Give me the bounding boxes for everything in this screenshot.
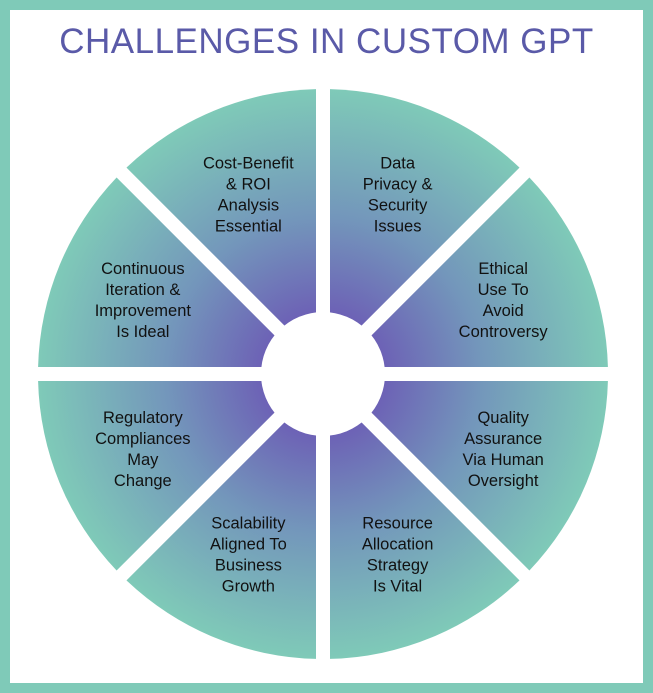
label-line: Via Human bbox=[462, 451, 543, 469]
segment-scalability bbox=[126, 415, 316, 659]
label-line: Avoid bbox=[483, 302, 524, 320]
label-line: Assurance bbox=[464, 430, 542, 448]
center-hub bbox=[261, 312, 385, 436]
segment-regulatory-compliance bbox=[38, 381, 282, 571]
label-line: Improvement bbox=[95, 302, 192, 320]
label-line: Strategy bbox=[367, 557, 429, 575]
label-line: Change bbox=[114, 472, 172, 490]
segment-resource-allocation bbox=[330, 415, 520, 659]
label-line: Analysis bbox=[218, 196, 279, 214]
label-line: Security bbox=[368, 196, 428, 214]
label-line: Iteration & bbox=[105, 281, 180, 299]
label-line: Oversight bbox=[468, 472, 539, 490]
segment-quality-assurance bbox=[364, 381, 608, 571]
label-line: Ethical bbox=[478, 260, 528, 278]
label-line: Cost-Benefit bbox=[203, 154, 294, 172]
label-line: Data bbox=[380, 154, 416, 172]
label-line: Allocation bbox=[362, 536, 434, 554]
label-line: Essential bbox=[215, 217, 282, 235]
label-line: Issues bbox=[374, 217, 422, 235]
label-line: Use To bbox=[478, 281, 529, 299]
label-line: Controversy bbox=[459, 323, 549, 341]
segment-continuous-iteration bbox=[38, 177, 282, 367]
label-line: Business bbox=[215, 557, 282, 575]
label-line: Is Ideal bbox=[116, 323, 169, 341]
segment-ethical-use bbox=[364, 177, 608, 367]
label-line: Growth bbox=[222, 578, 275, 596]
label-line: Continuous bbox=[101, 260, 184, 278]
segment-cost-benefit bbox=[126, 89, 316, 333]
label-line: Regulatory bbox=[103, 409, 184, 427]
label-line: Scalability bbox=[211, 515, 286, 533]
label-line: May bbox=[127, 451, 159, 469]
page-title: CHALLENGES IN CUSTOM GPT bbox=[59, 22, 594, 61]
label-line: Quality bbox=[477, 409, 529, 427]
label-line: Is Vital bbox=[373, 578, 422, 596]
segment-data-privacy bbox=[330, 89, 520, 333]
label-line: Aligned To bbox=[210, 536, 287, 554]
label-line: Privacy & bbox=[363, 175, 433, 193]
label-line: Resource bbox=[362, 515, 433, 533]
label-line: & ROI bbox=[226, 175, 271, 193]
label-line: Compliances bbox=[95, 430, 190, 448]
